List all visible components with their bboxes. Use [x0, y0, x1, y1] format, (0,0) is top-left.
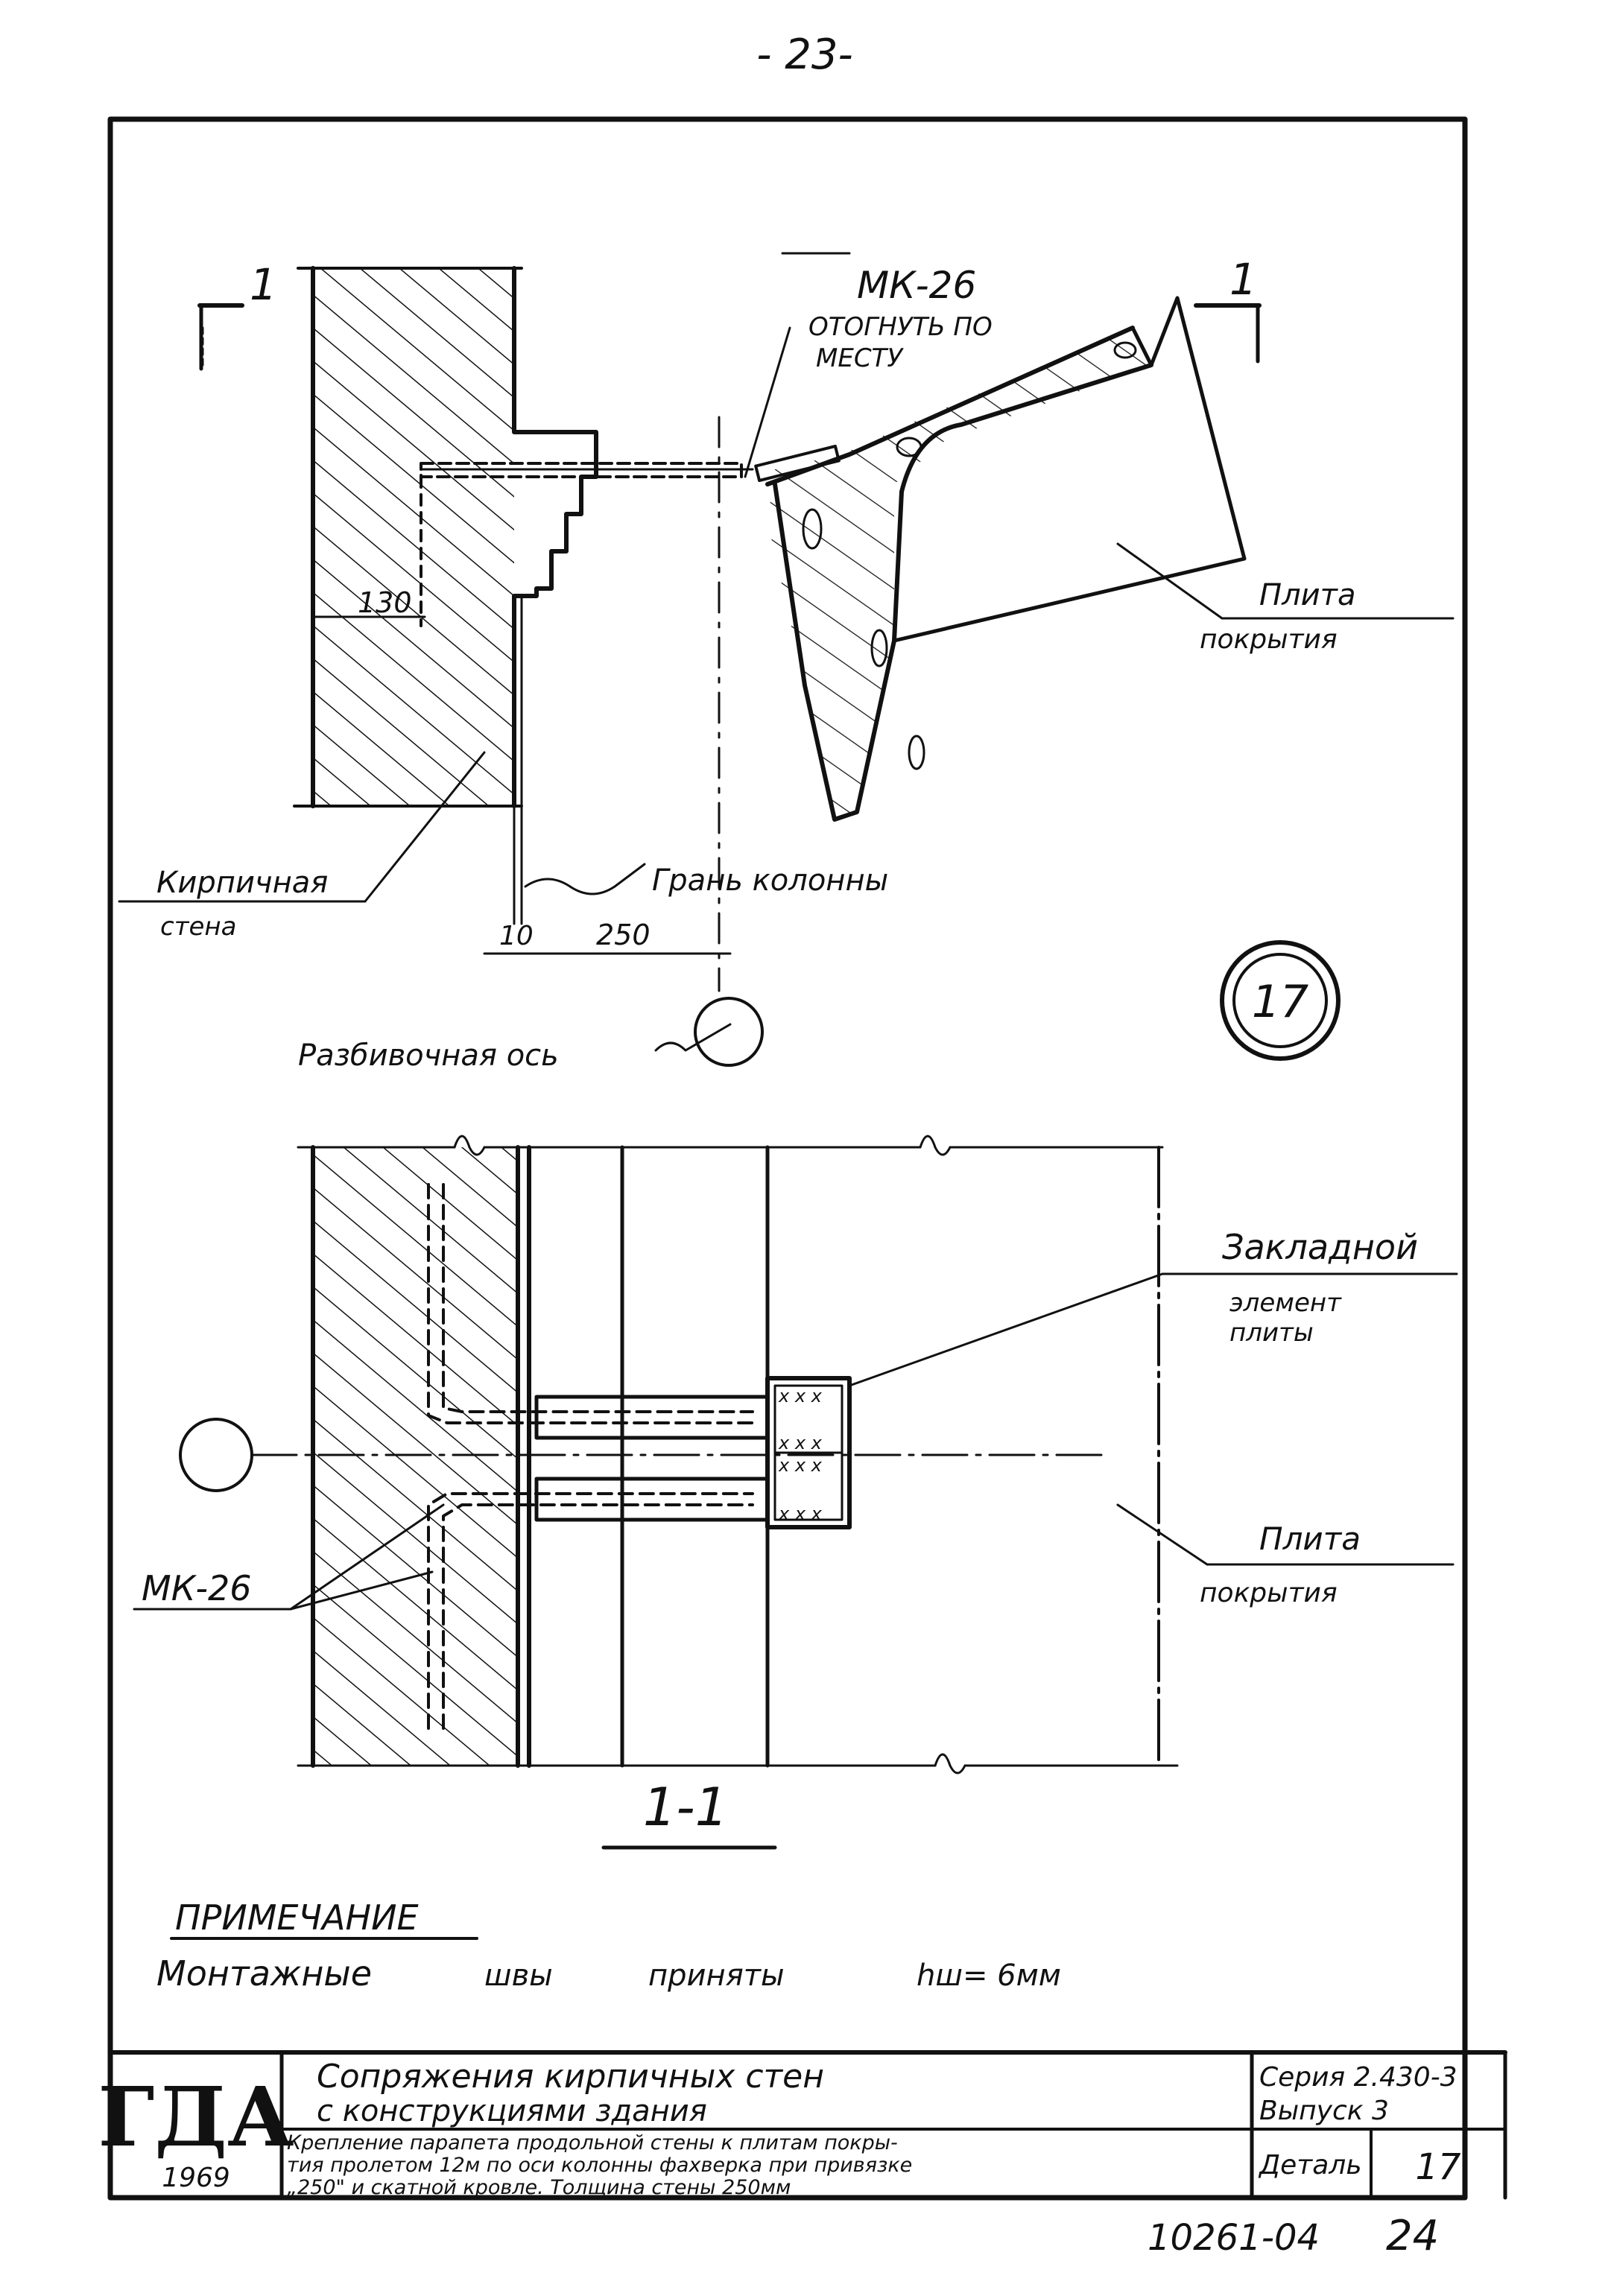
detail-label: Деталь — [1258, 2150, 1362, 2181]
axis-bubble-section — [179, 1418, 253, 1492]
plan-anchor-label: МК-26 — [857, 264, 976, 307]
embed-label-1: Закладной — [1222, 1227, 1418, 1267]
section-anchor-label: МК-26 — [142, 1568, 251, 1608]
detail-circle-outer — [1220, 940, 1341, 1061]
detail-circle-inner — [1232, 953, 1328, 1048]
sheet-code: 10261-04 — [1148, 2217, 1320, 2259]
series-line-2: Выпуск 3 — [1259, 2096, 1389, 2126]
detail-value: 17 — [1415, 2146, 1461, 2188]
note-heading: ПРИМЕЧАНИЕ — [175, 1897, 419, 1938]
section-brick-wall — [313, 1147, 518, 1766]
title-year: 1969 — [162, 2163, 230, 2193]
plan-anchor-note-2: МЕСТУ — [816, 343, 904, 373]
section-mark-right-label: 1 — [1229, 254, 1257, 305]
desc-line-1: Крепление парапета продольной стены к пл… — [287, 2131, 898, 2154]
plan-anchor-note-1: ОТОГНУТЬ ПО — [808, 312, 993, 342]
embed-plate-upper — [534, 1395, 770, 1440]
title-block: ГДА 1969 Сопряжения кирпичных стен с кон… — [98, 2050, 1507, 2260]
section-mark-right — [1194, 303, 1262, 364]
plan-slab-label-1: Плита — [1259, 578, 1355, 612]
dim-130: 130 — [358, 586, 412, 619]
embed-label-2: элемент — [1229, 1288, 1342, 1318]
note-text-4: hш= 6мм — [917, 1959, 1061, 1993]
section-slab-label-2: покрытия — [1200, 1578, 1338, 1608]
note-text-3: приняты — [648, 1959, 785, 1993]
plan-view: 1 1 МК-26 ОТОГНУТЬ ПО МЕСТУ — [118, 252, 1455, 1073]
plan-brick-wall — [313, 268, 514, 806]
section-view: x x x x x x x x x x x x Закладной элемен… — [133, 1135, 1458, 1850]
sheet-number: 24 — [1386, 2212, 1439, 2260]
desc-line-3: „250" и скатной кровле. Толщина стены 25… — [287, 2176, 791, 2199]
dim-250: 250 — [596, 919, 651, 951]
section-mark-left-label: 1 — [250, 259, 277, 310]
desc-line-2: тия пролетом 12м по оси колонны фахверка… — [287, 2154, 912, 2177]
section-slab-label-1: Плита — [1259, 1520, 1361, 1557]
title-line-1: Сопряжения кирпичных стен — [317, 2058, 824, 2096]
weld-marks-1: x x x — [778, 1386, 823, 1407]
column-face-label: Грань колонны — [652, 863, 888, 898]
weld-marks-3: x x x — [778, 1455, 823, 1476]
series-line-1: Серия 2.430-3 — [1259, 2062, 1458, 2093]
drawing-frame — [107, 116, 1468, 2201]
embed-label-3: плиты — [1229, 1318, 1314, 1348]
weld-marks-4: x x x — [778, 1503, 823, 1524]
detail-number: 17 — [1252, 976, 1308, 1028]
section-mark-left — [197, 303, 244, 371]
note-text-2: швы — [484, 1959, 553, 1993]
note-text-1: Монтажные — [156, 1953, 372, 1994]
embed-plate-lower — [534, 1477, 770, 1522]
title-logo: ГДА — [98, 2069, 294, 2165]
plan-wall-label-1: Кирпичная — [156, 866, 328, 900]
axis-label: Разбивочная ось — [298, 1038, 559, 1073]
axis-bubble-plan — [694, 997, 764, 1067]
page-number: - 23- — [756, 31, 852, 79]
roof-slab-section — [754, 296, 1247, 822]
title-line-2: с конструкциями здания — [317, 2094, 707, 2128]
plan-slab-label-2: покрытия — [1200, 624, 1338, 655]
note-block: ПРИМЕЧАНИЕ Монтажные швы приняты hш= 6мм — [156, 1897, 1061, 1994]
section-title: 1-1 — [643, 1777, 728, 1838]
plan-wall-label-2: стена — [160, 912, 236, 942]
weld-marks-2: x x x — [778, 1433, 823, 1453]
dim-10: 10 — [499, 921, 534, 951]
